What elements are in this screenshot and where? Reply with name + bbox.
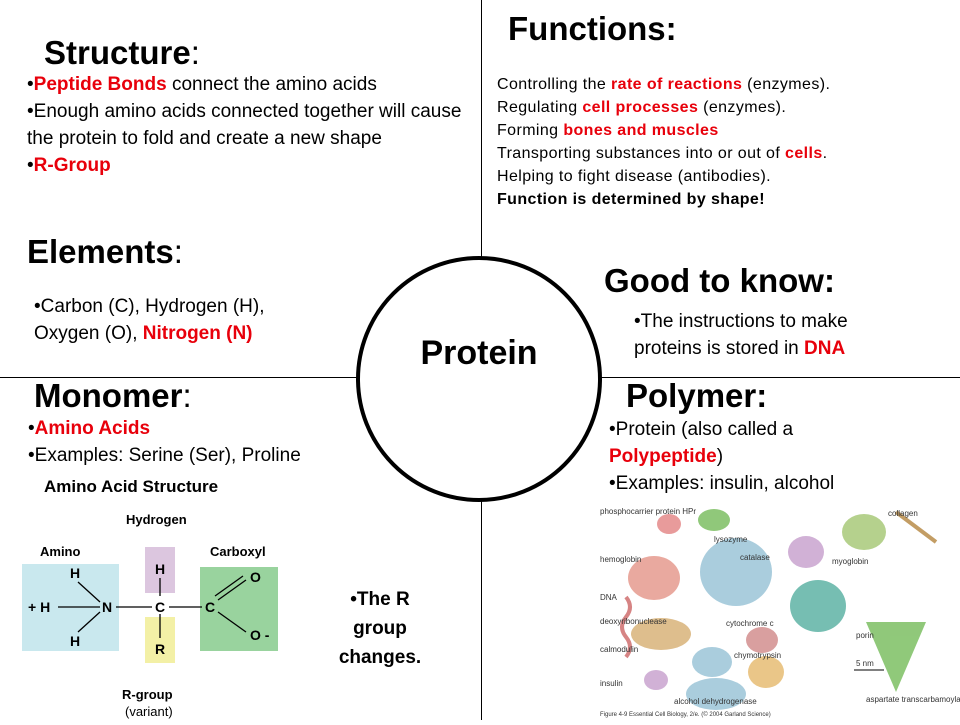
label-aspartate: aspartate transcarbamoylase [866, 695, 960, 704]
label-hpr: phosphocarrier protein HPr [600, 507, 696, 516]
label-alcohol-dehydrogenase: alcohol dehydrogenase [674, 697, 757, 706]
elements-line-1: •Carbon (C), Hydrogen (H), [34, 296, 265, 317]
elements-line-2: Oxygen (O), Nitrogen (N) [34, 323, 253, 344]
good-to-know-text: •The instructions to make proteins is st… [634, 308, 954, 362]
amino-acid-title: Amino Acid Structure [44, 477, 218, 496]
alcohol-dehydrogenase-blob [686, 678, 746, 710]
calmodulin-blob [692, 647, 732, 677]
function-emphasis: Function is determined by shape! [497, 191, 765, 208]
structure-heading: Structure: [44, 34, 200, 71]
label-deoxyribonuclease: deoxyribonuclease [600, 617, 667, 626]
label-calmodulin: calmodulin [600, 645, 638, 654]
monomer-item-1: •Amino Acids [28, 418, 151, 439]
amino-acid-diagram: Amino Acid Structure Hydrogen Amino Carb… [22, 474, 284, 720]
function-line: Regulating cell processes (enzymes). [497, 99, 787, 116]
label-myoglobin: myoglobin [832, 557, 868, 566]
elements-list: •Carbon (C), Hydrogen (H), Oxygen (O), N… [34, 293, 364, 347]
elements-heading: Elements: [27, 233, 183, 270]
atom-o-top: O [250, 569, 261, 585]
carboxyl-label: Carboxyl [210, 544, 266, 559]
structure-item-folding: •Enough amino acids connected together w… [27, 101, 462, 149]
atom-c-alpha: C [155, 599, 165, 615]
label-insulin: insulin [600, 679, 623, 688]
r-group-note: •The R group changes. [320, 585, 440, 672]
label-dna: DNA [600, 593, 618, 602]
hydrogen-label: Hydrogen [126, 512, 187, 527]
chymotrypsin-blob [748, 656, 784, 688]
label-cytochrome: cytochrome c [726, 619, 774, 628]
label-chymotrypsin: chymotrypsin [734, 651, 781, 660]
collagen-blob [842, 514, 886, 550]
atom-n: N [102, 599, 112, 615]
function-line: Helping to fight disease (antibodies). [497, 168, 772, 185]
atom-h-top: H [70, 565, 80, 581]
structure-item-peptide: •Peptide Bonds connect the amino acids [27, 74, 377, 95]
hpr-blob [657, 514, 681, 534]
catalase-blob [700, 538, 772, 606]
functions-heading: Functions: [508, 10, 677, 47]
label-hemoglobin: hemoglobin [600, 555, 641, 564]
variant-label: (variant) [125, 704, 173, 719]
good-to-know-line-2: proteins is stored in DNA [634, 338, 846, 359]
protein-circle [356, 256, 602, 502]
insulin-blob [644, 670, 668, 690]
lysozyme-blob [698, 509, 730, 531]
polymer-line-1: •Protein (also called a [609, 419, 794, 440]
rgroup-label: R-group [122, 687, 173, 702]
monomer-heading: Monomer: [34, 377, 192, 414]
myoglobin-blob [788, 536, 824, 568]
function-line: Transporting substances into or out of c… [497, 145, 828, 162]
atom-o-minus: O - [250, 627, 270, 643]
label-scale: 5 nm [856, 659, 874, 668]
polymer-line-3: •Examples: insulin, alcohol [609, 473, 835, 494]
cytochrome-blob [746, 627, 778, 653]
atom-h-bottom: H [70, 633, 80, 649]
good-to-know-heading: Good to know: [604, 262, 835, 299]
hemoglobin-blob [628, 556, 680, 600]
structure-list: •Peptide Bonds connect the amino acids •… [27, 71, 472, 179]
function-line: Forming bones and muscles [497, 122, 719, 139]
porin-blob [790, 580, 846, 632]
monomer-list: •Amino Acids •Examples: Serine (Ser), Pr… [28, 415, 408, 469]
atom-plus-h: + H [28, 599, 50, 615]
label-catalase: catalase [740, 553, 770, 562]
protein-structures-diagram: phosphocarrier protein HPr lysozyme coll… [566, 502, 960, 720]
protein-figure: phosphocarrier protein HPr lysozyme coll… [566, 502, 960, 720]
protein-labels: phosphocarrier protein HPr lysozyme coll… [600, 507, 960, 706]
polymer-line-2: Polypeptide) [609, 446, 724, 467]
r-note-line-1: •The R [350, 589, 410, 610]
polymer-list: •Protein (also called a Polypeptide) •Ex… [609, 416, 954, 497]
center-title: Protein [420, 334, 538, 372]
atom-c-carboxyl: C [205, 599, 215, 615]
collagen-strand [894, 510, 938, 544]
functions-list: Controlling the rate of reactions (enzym… [497, 73, 957, 211]
protein-blobs [620, 509, 938, 710]
amino-label: Amino [40, 544, 81, 559]
label-lysozyme: lysozyme [714, 535, 748, 544]
amino-acid-figure: Amino Acid Structure Hydrogen Amino Carb… [22, 474, 284, 720]
deoxyribonuclease-blob [631, 618, 691, 650]
dna-strand [620, 595, 632, 659]
function-line: Controlling the rate of reactions (enzym… [497, 76, 831, 93]
atom-r: R [155, 641, 165, 657]
label-porin: porin [856, 631, 874, 640]
r-note-line-3: changes. [338, 647, 422, 668]
good-to-know-line-1: •The instructions to make [634, 311, 848, 332]
structure-item-rgroup: •R-Group [27, 155, 111, 176]
carboxyl-box [200, 567, 278, 651]
polymer-heading: Polymer: [626, 377, 768, 414]
r-note-line-2: group [353, 618, 407, 639]
atom-h-alpha: H [155, 561, 165, 577]
figure-caption: Figure 4-9 Essential Cell Biology, 2/e. … [600, 711, 771, 718]
monomer-item-2: •Examples: Serine (Ser), Proline [28, 445, 301, 466]
bond-lines [58, 575, 247, 638]
label-collagen: collagen [888, 509, 918, 518]
aspartate-blob [866, 622, 926, 692]
